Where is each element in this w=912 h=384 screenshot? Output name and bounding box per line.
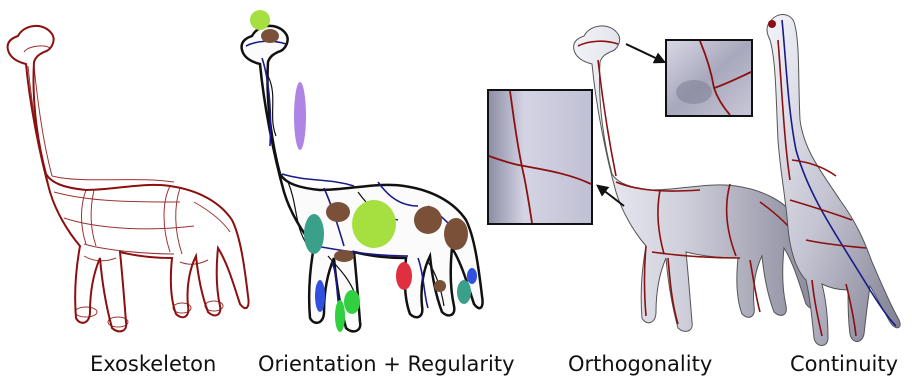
caption-orthogonality: Orthogonality (568, 352, 712, 376)
zoom-inset-left (488, 90, 592, 224)
orientation-regularity-panel (242, 10, 483, 332)
frame-sphere (414, 206, 442, 234)
frame-sphere (457, 280, 471, 304)
frame-sphere (344, 290, 360, 314)
frame-sphere (294, 82, 306, 150)
frame-sphere (250, 10, 270, 30)
frame-sphere (467, 268, 477, 284)
frame-sphere (334, 250, 354, 262)
frame-sphere (326, 202, 350, 222)
frame-sphere (444, 218, 468, 250)
zoom-inset-top (666, 40, 752, 116)
frame-sphere (434, 280, 446, 292)
caption-orientation-regularity: Orientation + Regularity (258, 352, 515, 376)
frame-sphere (315, 280, 325, 312)
frame-sphere (261, 29, 279, 43)
frame-sphere (335, 300, 345, 332)
inset-top-arrow (626, 44, 664, 62)
caption-continuity: Continuity (790, 352, 898, 376)
frame-sphere (352, 200, 396, 248)
frame-sphere (396, 262, 412, 290)
exoskeleton-panel (8, 26, 249, 331)
caption-exoskeleton: Exoskeleton (90, 352, 216, 376)
continuity-panel (767, 15, 900, 346)
frame-sphere (304, 214, 324, 254)
